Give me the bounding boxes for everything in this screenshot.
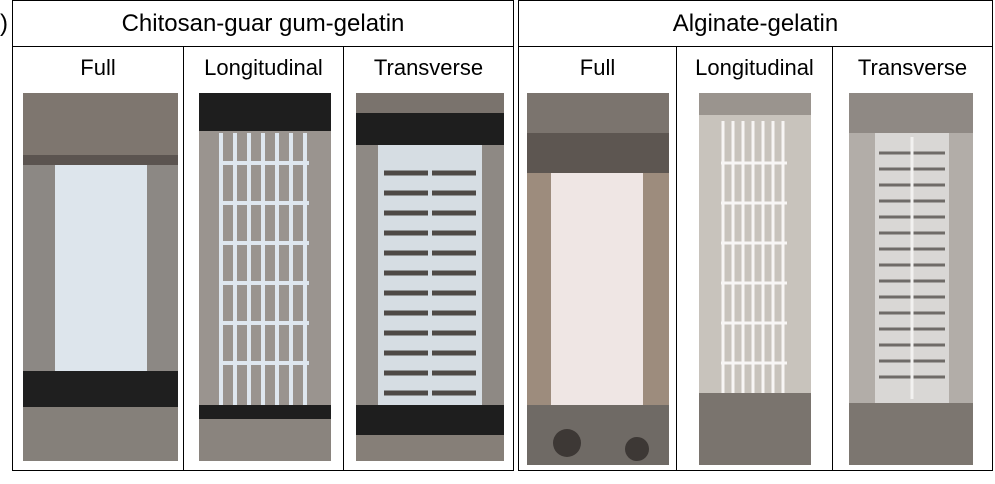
column-chitosan-full: Full xyxy=(13,47,183,470)
column-label: Transverse xyxy=(857,55,968,80)
column-label: Longitudinal xyxy=(695,55,814,80)
specimen-photo-alginate-full xyxy=(527,93,669,465)
group-chitosan: Chitosan-guar gum-gelatin Full Longitudi… xyxy=(12,0,514,471)
column-chitosan-transverse: Transverse xyxy=(343,47,513,470)
specimen-photo-chitosan-transverse xyxy=(356,93,504,461)
specimen-photo-chitosan-full xyxy=(23,93,178,461)
column-label: Longitudinal xyxy=(204,55,323,80)
group-title-alginate: Alginate-gelatin xyxy=(519,1,992,47)
column-alginate-longitudinal: Longitudinal xyxy=(676,47,832,470)
specimen-photo-alginate-longitudinal xyxy=(699,93,811,465)
column-label: Full xyxy=(579,55,616,80)
specimen-photo-chitosan-longitudinal xyxy=(199,93,331,461)
specimen-photo-alginate-transverse xyxy=(849,93,973,465)
column-label: Transverse xyxy=(373,55,484,80)
panel-label: ) xyxy=(0,10,8,37)
column-alginate-transverse: Transverse xyxy=(832,47,992,470)
column-label: Full xyxy=(80,55,116,80)
group-title-chitosan: Chitosan-guar gum-gelatin xyxy=(13,1,513,47)
column-chitosan-longitudinal: Longitudinal xyxy=(183,47,343,470)
column-alginate-full: Full xyxy=(519,47,676,470)
group-alginate: Alginate-gelatin Full Longitudinal xyxy=(518,0,993,471)
